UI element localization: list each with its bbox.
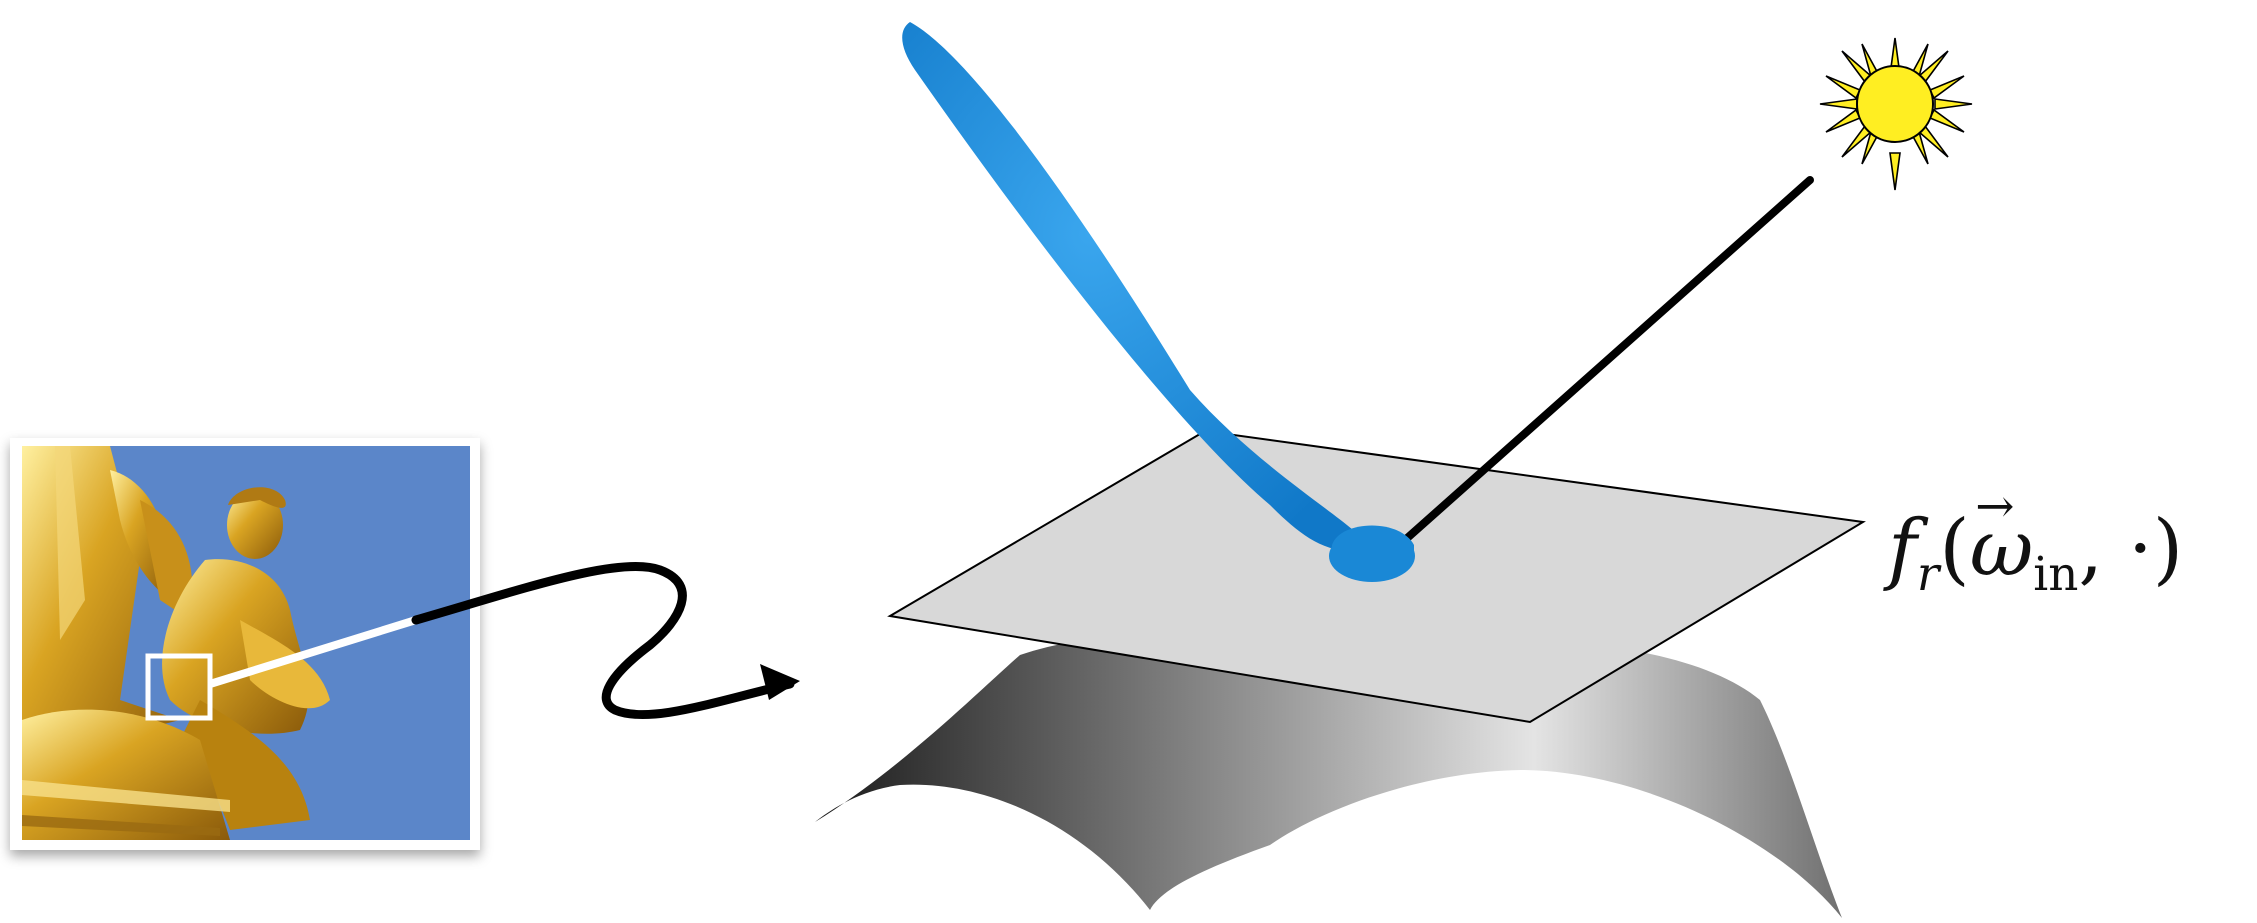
formula-f: f	[1888, 504, 1917, 594]
formula-open-paren: (	[1939, 504, 1969, 594]
brdf-formula: fr(ωin, ·)	[1888, 510, 2183, 599]
sun-icon	[1820, 38, 1972, 190]
formula-omega-sub: in	[2033, 548, 2078, 602]
formula-omega: ω	[1970, 510, 2034, 588]
formula-rest: , ·)	[2078, 504, 2183, 594]
formula-f-sub: r	[1917, 548, 1939, 602]
photo-statue	[10, 438, 480, 850]
